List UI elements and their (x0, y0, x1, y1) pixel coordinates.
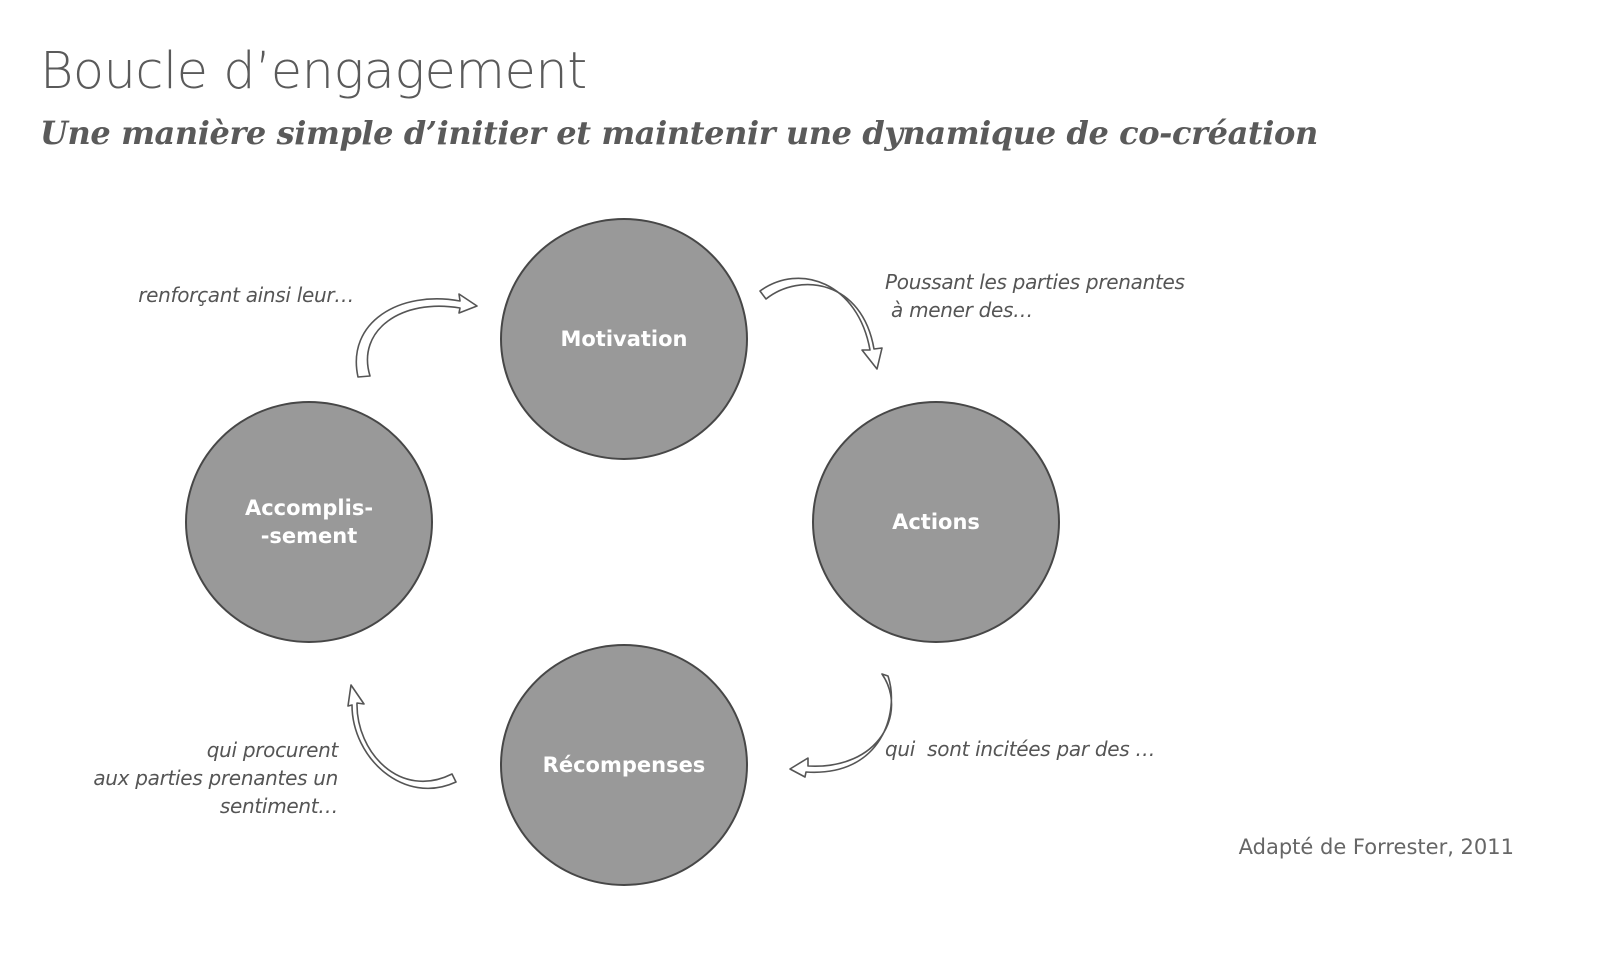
arrow-recompenses-to-accomplissement-icon (347, 684, 457, 789)
arrow-actions-to-recompenses-icon (789, 673, 893, 778)
node-label-motivation: Motivation (560, 327, 688, 351)
arrow-accomplissement-to-motivation-icon (355, 293, 478, 378)
node-accomplissement: Accomplis- -sement (185, 401, 433, 643)
node-motivation: Motivation (500, 218, 748, 460)
page-subtitle: Une manière simple d’initier et mainteni… (40, 114, 1318, 152)
node-actions: Actions (812, 401, 1060, 643)
arrow-motivation-to-actions-icon (759, 277, 883, 370)
node-label-recompenses: Récompenses (542, 753, 706, 777)
node-label-actions: Actions (892, 510, 980, 534)
caption-accomplissement-to-motivation: renforçant ainsi leur… (138, 283, 354, 307)
caption-motivation-to-actions: Poussant les parties prenantes à mener d… (885, 270, 1185, 322)
node-recompenses: Récompenses (500, 644, 748, 886)
node-label-accomplissement: Accomplis- -sement (244, 496, 374, 548)
caption-actions-to-recompenses: qui sont incitées par des … (885, 737, 1156, 761)
caption-recompenses-to-accomplissement: qui procurent aux parties prenantes un s… (93, 738, 338, 818)
source-credit: Adapté de Forrester, 2011 (1238, 835, 1514, 859)
page-title: Boucle d’engagement (40, 42, 587, 101)
